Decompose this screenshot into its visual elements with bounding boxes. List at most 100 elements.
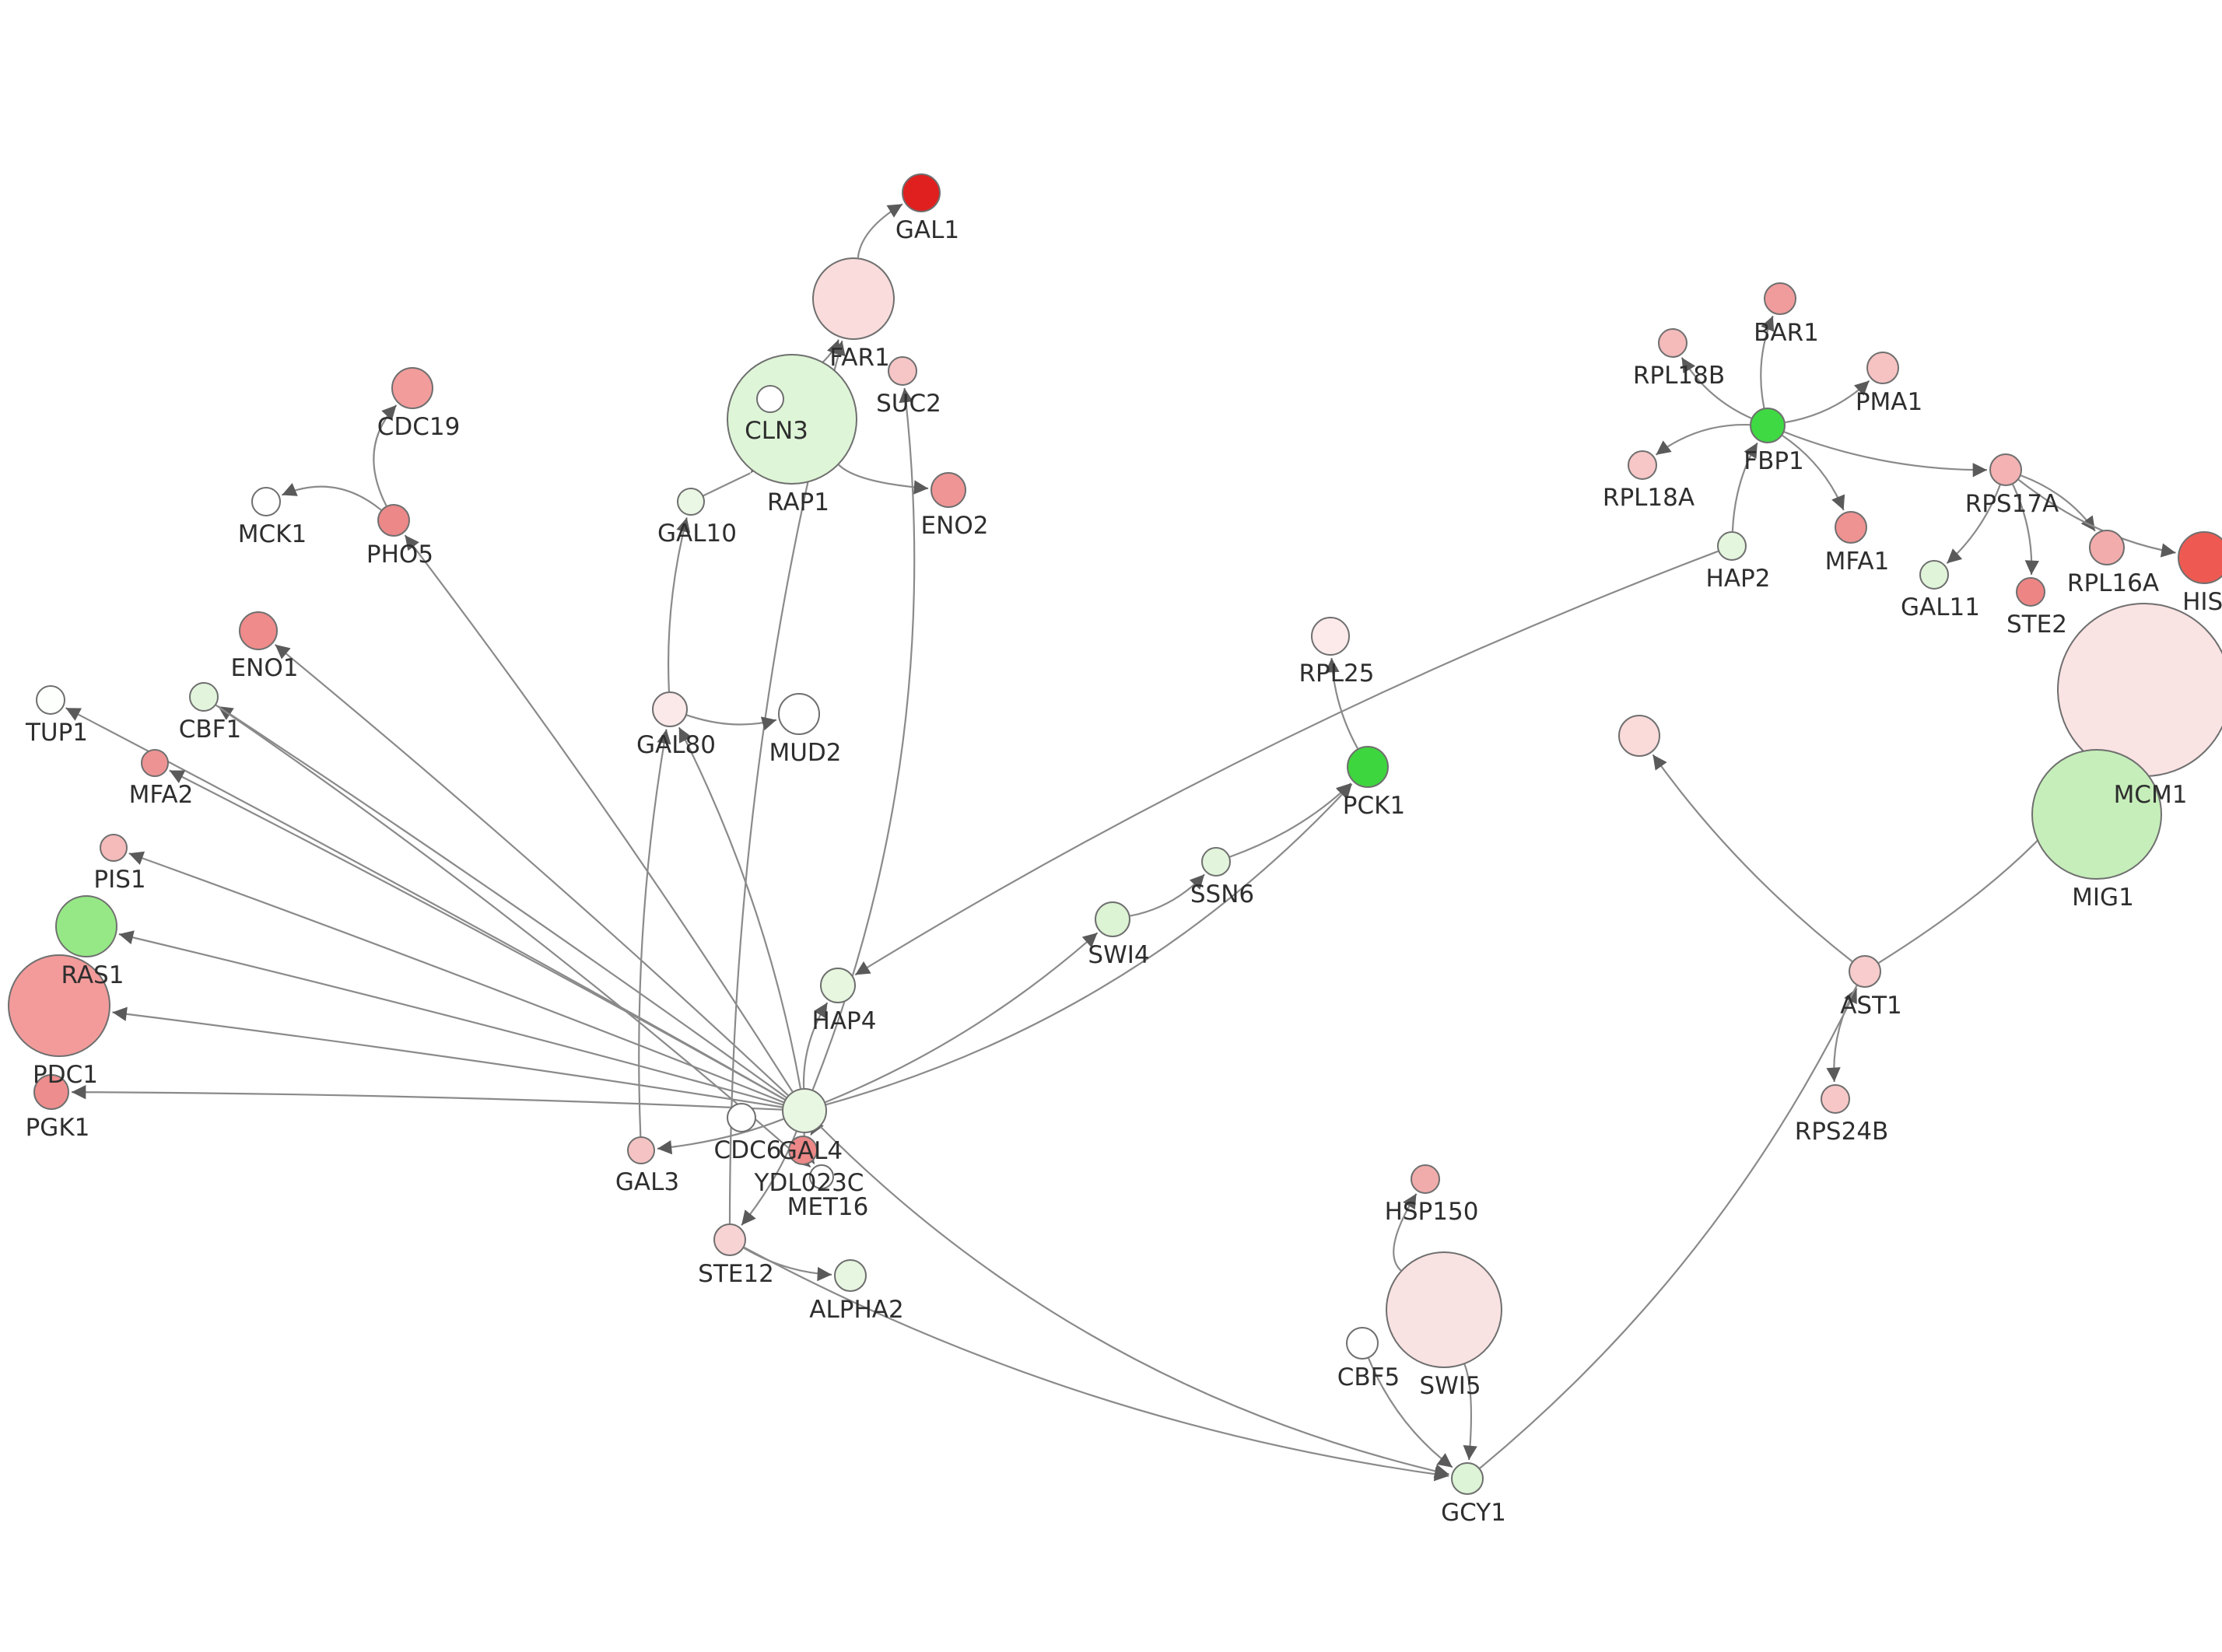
edge-RPS17A-GAL11[interactable] [1946, 485, 2001, 565]
node-GCY1[interactable] [1451, 1462, 1484, 1495]
node-CBF1[interactable] [189, 682, 219, 712]
node-MUD2[interactable] [778, 693, 820, 735]
node-SWI4[interactable] [1095, 901, 1130, 937]
node-HIS4[interactable] [2178, 531, 2222, 584]
edge-FBP1-RPL18B[interactable] [1681, 357, 1752, 419]
edge-GAL4-HAP4[interactable] [802, 1002, 829, 1089]
node-GAL80[interactable] [652, 691, 688, 727]
edge-GAL80-GAL10[interactable] [667, 517, 691, 692]
edge-GAL4-CBF1[interactable] [217, 705, 787, 1098]
edge-GAL4-PCK1[interactable] [825, 783, 1353, 1106]
node-RPL18B[interactable] [1658, 328, 1688, 358]
node-RPS24B[interactable] [1821, 1084, 1850, 1114]
node-ENO1[interactable] [239, 611, 278, 650]
edge-RPS17A-HIS4[interactable] [2017, 479, 2176, 558]
edge-FBP1-RPS17A[interactable] [1783, 431, 1988, 478]
node-FAR1[interactable] [812, 257, 895, 340]
edge-GAL4-SWI4[interactable] [825, 932, 1099, 1104]
node-RPL25[interactable] [1311, 617, 1350, 656]
node-RPL18A[interactable] [1628, 450, 1657, 480]
node-NODE1[interactable] [1618, 715, 1660, 757]
node-GAL3[interactable] [627, 1136, 655, 1164]
node-CBF5[interactable] [1346, 1327, 1379, 1360]
edge-AST1-RPS24B[interactable] [1826, 985, 1858, 1083]
node-MET16[interactable] [809, 1164, 834, 1189]
edge-CBF5-GCY1[interactable] [1368, 1357, 1453, 1468]
node-MIG1[interactable] [2031, 749, 2162, 880]
node-RAS1[interactable] [55, 895, 117, 957]
node-MFA1[interactable] [1835, 511, 1867, 544]
edge-HAP2-FBP1[interactable] [1731, 442, 1758, 532]
edge-STE12-GCY1[interactable] [743, 1246, 1449, 1482]
edge-PHO5-CDC19[interactable] [373, 404, 398, 506]
node-HSP150[interactable] [1411, 1164, 1440, 1194]
edge-GAL4-RAS1[interactable] [118, 930, 783, 1106]
node-CLN3[interactable] [756, 385, 784, 413]
edge-PCK1-RPL25[interactable] [1325, 657, 1358, 749]
node-label-RPL16A: RPL16A [2067, 569, 2159, 597]
edge-RPS17A-STE2[interactable] [2012, 484, 2039, 576]
edge-AST1-NODE1[interactable] [1652, 754, 1853, 962]
edge-GCY1-AST1[interactable] [1479, 988, 1858, 1469]
edge-GAL3-GAL80[interactable] [638, 729, 671, 1137]
edge-GAL4-PHO5[interactable] [404, 534, 794, 1093]
node-ENO2[interactable] [931, 472, 966, 508]
node-MFA2[interactable] [141, 749, 169, 777]
node-HAP4[interactable] [820, 968, 856, 1003]
node-PHO5[interactable] [377, 504, 410, 537]
edge-RPS17A-RPL16A[interactable] [2020, 474, 2096, 532]
edge-GAL4-GAL80[interactable] [678, 726, 801, 1089]
edge-CBF1-MET16[interactable] [216, 704, 811, 1168]
node-PCK1[interactable] [1347, 746, 1389, 788]
edge-GAL4-PIS1[interactable] [128, 851, 784, 1104]
node-FBP1[interactable] [1750, 408, 1786, 443]
node-SWI5[interactable] [1386, 1251, 1502, 1368]
node-MCM1[interactable] [2057, 603, 2222, 777]
node-MCK1[interactable] [251, 487, 281, 516]
node-ALPHA2[interactable] [834, 1259, 867, 1292]
edge-GAL4-GCY1[interactable] [819, 1125, 1449, 1479]
edge-FBP1-BAR1[interactable] [1760, 315, 1775, 408]
node-HAP2[interactable] [1717, 531, 1747, 561]
edge-FBP1-RPL18A[interactable] [1655, 424, 1751, 456]
node-CDC6[interactable] [727, 1103, 756, 1132]
edge-FAR1-GAL1[interactable] [857, 203, 903, 258]
node-STE12[interactable] [713, 1223, 746, 1256]
node-PGK1[interactable] [33, 1074, 69, 1110]
edge-GAL4-PGK1[interactable] [71, 1085, 783, 1111]
edge-FBP1-PMA1[interactable] [1785, 380, 1870, 424]
node-SSN6[interactable] [1201, 847, 1231, 877]
edge-GAL80-MUD2[interactable] [686, 714, 777, 731]
node-GAL11[interactable] [1919, 560, 1949, 590]
node-GAL1[interactable] [902, 173, 941, 212]
node-label-MCK1: MCK1 [238, 520, 307, 548]
node-RPS17A[interactable] [1989, 453, 2022, 486]
edge-GAL4-GAL3[interactable] [657, 1118, 784, 1155]
node-PDC1[interactable] [8, 954, 110, 1057]
edge-SWI5-HSP150[interactable] [1393, 1193, 1418, 1272]
node-YDL023C[interactable] [788, 1136, 818, 1165]
node-TUP1[interactable] [36, 685, 65, 715]
node-GAL10[interactable] [677, 488, 705, 516]
edge-FBP1-MFA1[interactable] [1782, 435, 1845, 511]
edge-GAL4-PDC1[interactable] [112, 1006, 783, 1108]
node-CDC19[interactable] [391, 367, 433, 409]
edge-GAL4-STE12[interactable] [741, 1131, 797, 1226]
node-RAP1[interactable] [727, 354, 857, 485]
edge-GAL10-RAP1[interactable] [703, 457, 765, 497]
node-RPL16A[interactable] [2089, 530, 2125, 565]
edge-GAL4-MFA2[interactable] [169, 769, 786, 1101]
edge-PHO5-MCK1[interactable] [281, 482, 382, 511]
edge-HAP2-HAP4[interactable] [854, 550, 1719, 976]
node-STE2[interactable] [2016, 577, 2045, 607]
node-AST1[interactable] [1849, 955, 1881, 988]
edge-RAP1-ENO2[interactable] [838, 464, 929, 495]
node-SUC2[interactable] [888, 356, 917, 386]
edge-SWI5-GCY1[interactable] [1463, 1363, 1477, 1461]
node-GAL4[interactable] [782, 1088, 827, 1133]
edge-GAL4-ENO1[interactable] [274, 643, 789, 1097]
node-BAR1[interactable] [1764, 282, 1796, 315]
node-PMA1[interactable] [1866, 352, 1899, 384]
edge-SWI4-SSN6[interactable] [1130, 873, 1205, 917]
node-PIS1[interactable] [100, 834, 128, 862]
